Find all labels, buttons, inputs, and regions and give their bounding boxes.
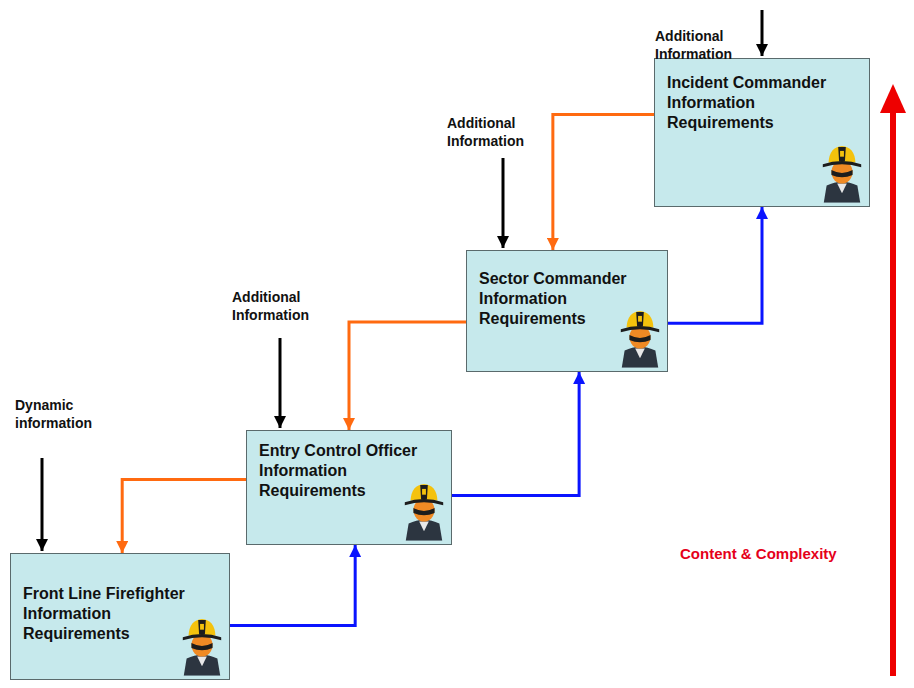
upward-flow bbox=[452, 372, 579, 496]
role-box: Entry Control Officer Information Requir… bbox=[246, 430, 452, 545]
downward-flow bbox=[122, 479, 246, 553]
firefighter-icon bbox=[616, 308, 664, 368]
role-box: Sector Commander Information Requirement… bbox=[466, 250, 668, 372]
downward-flow bbox=[349, 322, 466, 430]
input-arrow bbox=[279, 338, 282, 428]
firefighter-icon bbox=[818, 143, 866, 203]
complexity-arrowhead bbox=[880, 84, 906, 113]
input-arrow bbox=[41, 458, 44, 551]
downward-flow bbox=[553, 115, 654, 250]
upward-flow bbox=[668, 207, 762, 323]
role-box: Front Line Firefighter Information Requi… bbox=[10, 553, 230, 680]
input-label: Additional Information bbox=[655, 27, 765, 63]
firefighter-icon bbox=[178, 616, 226, 676]
input-arrow bbox=[761, 10, 764, 56]
role-title: Front Line Firefighter Information Requi… bbox=[11, 584, 229, 644]
input-label: Additional Information bbox=[232, 288, 342, 324]
role-title: Sector Commander Information Requirement… bbox=[467, 269, 667, 329]
role-title: Incident Commander Information Requireme… bbox=[655, 73, 869, 133]
firefighter-icon bbox=[400, 481, 448, 541]
input-label: Additional Information bbox=[447, 114, 557, 150]
upward-flow bbox=[230, 545, 355, 625]
input-arrow bbox=[502, 158, 505, 248]
input-label: Dynamic information bbox=[15, 396, 125, 432]
axis-label: Content & Complexity bbox=[680, 545, 837, 563]
role-title: Entry Control Officer Information Requir… bbox=[247, 441, 451, 501]
role-box: Incident Commander Information Requireme… bbox=[654, 58, 870, 207]
complexity-arrow bbox=[890, 112, 896, 676]
